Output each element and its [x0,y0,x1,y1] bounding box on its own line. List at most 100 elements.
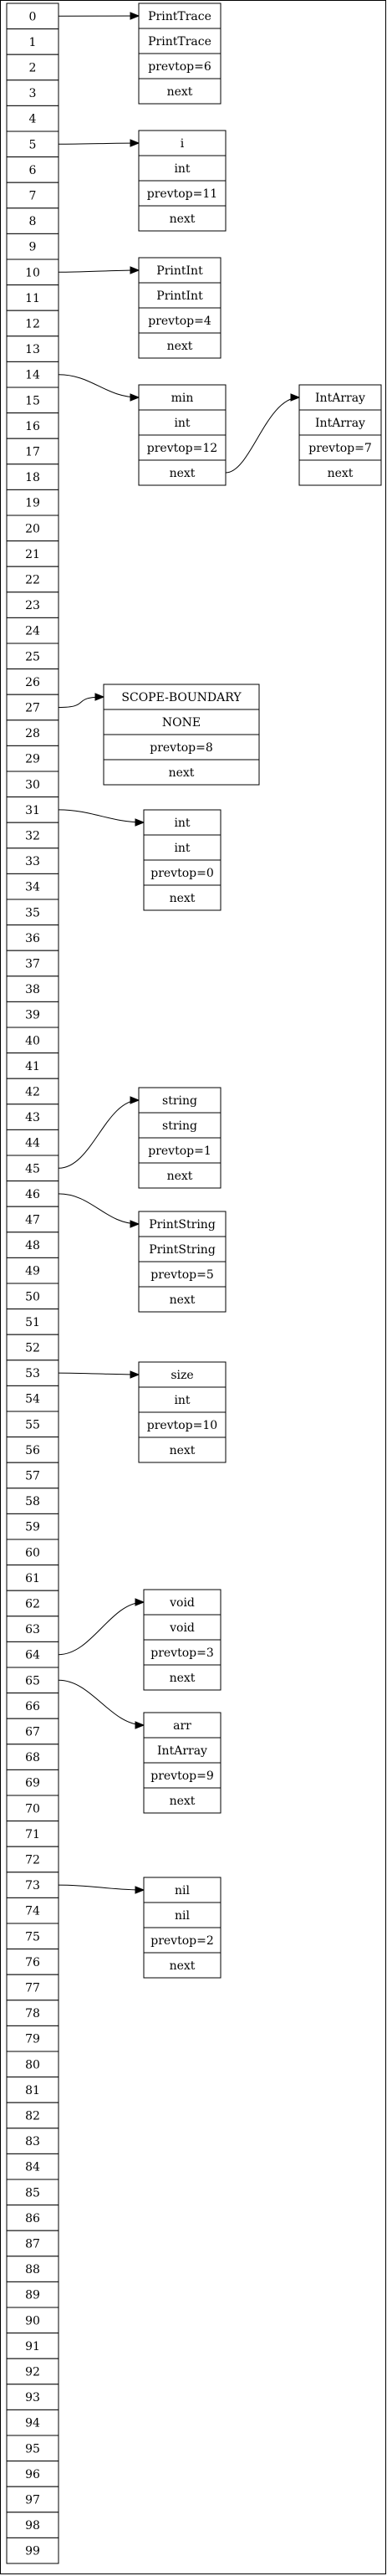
entry-type-cell [138,28,222,54]
entry-name-cell [138,3,222,29]
entry-nodes: PrintTracePrintTraceprevtop=6nextiintpre… [103,3,382,1979]
entry-name-cell [143,1589,222,1616]
hash-slot-index: 69 [25,1777,40,1790]
entry-type: int [174,1394,190,1407]
pointer-arrow [58,1884,145,1891]
hash-slot-index: 30 [25,778,40,791]
hash-slot-index: 82 [25,2110,40,2123]
hash-slot [6,976,59,1002]
entry-name-cell [138,1361,227,1388]
entry-next-cell [143,1664,222,1691]
entry-type: PrintString [149,1243,216,1257]
entry-name: string [162,1094,197,1108]
hash-slot-index: 14 [25,369,40,382]
entry-prevtop: prevtop=7 [308,442,372,455]
entry-prevtop-cell [143,1762,222,1789]
arrow-head [130,1370,140,1379]
hash-slot-index: 31 [25,804,40,817]
hash-slot-index: 32 [25,830,40,843]
hash-slot [6,412,59,439]
hash-slot [6,1488,59,1514]
hash-slot [6,387,59,414]
hash-slot-index: 91 [25,2340,40,2353]
entry-name: i [181,137,185,151]
entry-next-cell [143,1787,222,1814]
hash-slot-index: 2 [29,62,37,75]
entry-prevtop: prevtop=0 [150,867,214,880]
hash-slot [6,2461,59,2487]
entry-prevtop: prevtop=5 [150,1268,214,1282]
hash-slot-index: 15 [25,394,40,407]
pointer-arrow [58,142,140,145]
entry-next: next [170,1444,196,1457]
hash-slot [6,1590,59,1617]
hash-slot [6,1718,59,1745]
entry-name-cell [138,1211,227,1237]
hash-slot-index: 11 [25,292,40,305]
entry-prevtop-cell [138,53,222,79]
entry-name-cell [138,1087,222,1114]
hash-slot [6,2435,59,2462]
hash-slot-index: 76 [25,1956,40,1969]
entry-next-cell [138,1162,222,1189]
hash-slot [6,822,59,849]
hash-slot-index: 94 [25,2417,40,2430]
hash-slot-index: 6 [29,164,37,177]
hash-slot [6,1897,59,1924]
entry-next-cell [138,459,227,486]
hash-slot-index: 43 [25,1111,40,1124]
entry-next-cell [298,459,382,486]
entry-type: int [174,162,190,176]
hash-slot-index: 87 [25,2238,40,2251]
hash-slot [6,1104,59,1130]
hash-slot-index: 55 [25,1418,40,1431]
hash-slot [6,1744,59,1770]
entry-prevtop: prevtop=4 [148,315,211,328]
hash-slot [6,361,59,388]
hash-slot-index: 68 [25,1751,40,1764]
entry-next: next [170,1293,196,1307]
hash-slot [6,796,59,823]
entry-next: next [167,1170,193,1183]
entry-type: int [174,417,190,430]
entry-name: PrintTrace [148,10,211,23]
entry-type: string [162,1119,197,1133]
hash-slot-index: 62 [25,1598,40,1611]
hash-slot-index: 78 [25,2007,40,2020]
hash-slot [6,1795,59,1822]
hash-slot [6,592,59,618]
entry-name-cell [138,384,227,411]
hash-slot [6,1027,59,1054]
entry-prevtop: prevtop=6 [148,60,211,74]
entry-next: next [170,1795,196,1808]
pointer-arrow [58,809,145,823]
hash-slot [6,899,59,926]
entry-prevtop: prevtop=11 [147,187,217,201]
hash-slot-index: 53 [25,1367,40,1380]
hash-slot [6,643,59,670]
entry-prevtop: prevtop=3 [150,1646,214,1660]
hash-slot [6,2409,59,2436]
hash-slot [6,1052,59,1079]
hash-slot [6,79,59,106]
hash-slot-index: 48 [25,1239,40,1252]
hash-slot-index: 19 [25,497,40,510]
entry-type-cell [138,1236,227,1262]
hash-slot [6,2205,59,2231]
hash-slot [6,1283,59,1310]
entry-type-cell [298,409,382,436]
arrow-head [135,818,145,827]
entry-next-cell [138,332,222,359]
hash-slot [6,2512,59,2538]
arrow-head [130,139,140,147]
hash-table: 0123456789101112131415161718192021222324… [6,3,59,2564]
arrow-head [130,12,140,20]
hash-slot-index: 83 [25,2135,40,2148]
hash-slot-index: 74 [25,1905,40,1918]
